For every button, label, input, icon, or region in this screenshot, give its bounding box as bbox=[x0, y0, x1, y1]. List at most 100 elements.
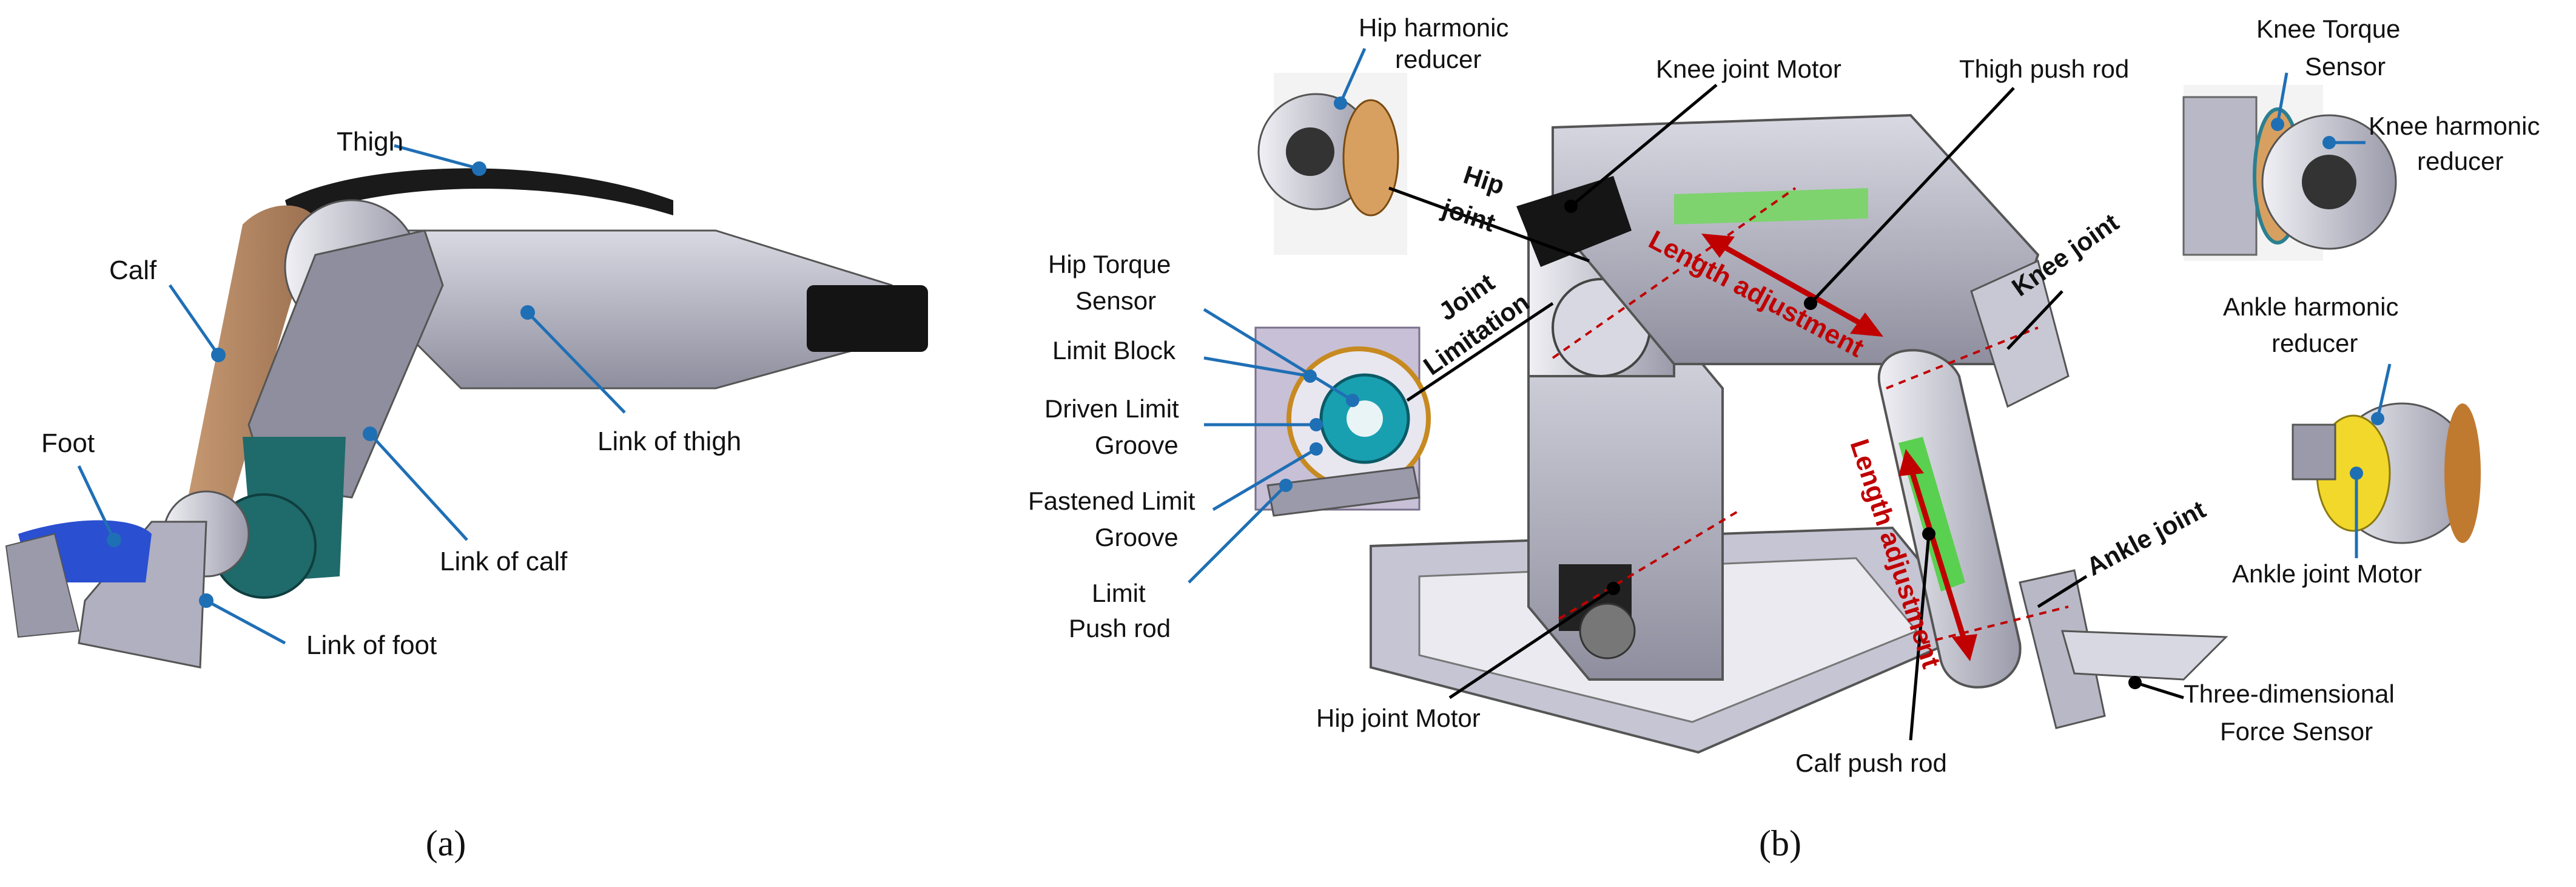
link-of-thigh-dot bbox=[520, 305, 535, 320]
link-of-foot-label: Link of foot bbox=[306, 630, 437, 660]
thigh-strap-shape bbox=[285, 168, 673, 221]
red-dotted-line-2 bbox=[1886, 326, 2039, 390]
thigh-push-rod-label: Thigh push rod bbox=[1959, 55, 2129, 83]
thigh-motor-shape bbox=[807, 285, 928, 352]
hip-harmonic-reducer-label-1: Hip harmonic bbox=[1359, 13, 1508, 42]
calf-push-rod-label: Calf push rod bbox=[1795, 749, 1947, 777]
knee-torque-dot bbox=[2271, 118, 2284, 131]
fastened-limit-groove-label-2: Groove bbox=[1095, 523, 1179, 551]
hip-joint-label-2: joint bbox=[1438, 194, 1499, 237]
calf-leader bbox=[168, 284, 220, 356]
limit-push-rod-label-1: Limit bbox=[1092, 579, 1146, 607]
knee-harmonic-reducer-label-1: Knee harmonic bbox=[2369, 112, 2540, 140]
hip-torque-sensor-label-2: Sensor bbox=[1075, 286, 1156, 315]
limit-block-label: Limit Block bbox=[1052, 336, 1176, 365]
knee-joint-leader bbox=[2006, 290, 2063, 350]
knee-motor-leader bbox=[1570, 84, 1718, 207]
panel-b: Hip harmonic reducer Knee Torque Sensor … bbox=[1028, 13, 2540, 863]
thigh-length-arrow bbox=[1715, 240, 1870, 330]
three-dim-force-sensor-label-2: Force Sensor bbox=[2220, 717, 2373, 746]
knee-torque-sensor-label-1: Knee Torque bbox=[2256, 15, 2400, 43]
ankle-joint-motor-label: Ankle joint Motor bbox=[2232, 559, 2422, 588]
thigh-length-arrow-head-a bbox=[1701, 234, 1735, 258]
driven-limit-groove-label-1: Driven Limit bbox=[1044, 394, 1179, 423]
hip-joint-label-1: Hip bbox=[1460, 160, 1508, 200]
hip-joint-motor-leader bbox=[1448, 587, 1615, 700]
hip-torque-hub-shape bbox=[1347, 400, 1383, 437]
knee-joint-motor-label: Knee joint Motor bbox=[1656, 55, 1841, 83]
hip-torque-leader bbox=[1203, 308, 1354, 402]
ankle-harmonic-reducer-label-2: reducer bbox=[2272, 329, 2358, 357]
red-dotted-line-1 bbox=[1552, 187, 1797, 359]
joint-limitation-leader bbox=[1406, 302, 1554, 402]
ankle-joint-leader bbox=[2037, 575, 2088, 609]
knee-torque-leader bbox=[2276, 72, 2288, 125]
knee-torque-sensor-label-2: Sensor bbox=[2305, 52, 2386, 81]
hip-reducer-ring-shape bbox=[1342, 99, 1399, 217]
knee-motor-dot bbox=[1564, 200, 1578, 213]
ankle-harmonic-dot bbox=[2371, 412, 2384, 425]
hip-joint-leader bbox=[1388, 186, 1590, 263]
link-of-foot-shape bbox=[78, 521, 207, 669]
knee-harmonic-dot bbox=[2322, 136, 2336, 149]
link-of-foot-leader bbox=[205, 599, 286, 645]
limit-push-rod-dot bbox=[1279, 479, 1293, 492]
panel-b-caption: (b) bbox=[1759, 823, 1801, 863]
knee-harmonic-reducer-label-2: reducer bbox=[2417, 147, 2503, 175]
calf-push-rod-dot bbox=[1922, 527, 1935, 541]
thigh-push-rod-dot bbox=[1804, 297, 1817, 310]
thigh-label: Thigh bbox=[337, 127, 403, 157]
calf-length-arrow-head-b bbox=[1952, 634, 1977, 661]
calf-push-rod-leader bbox=[1909, 533, 1931, 741]
calf-link-b-shape bbox=[1877, 349, 2022, 689]
calf-shape bbox=[182, 205, 315, 542]
ankle-motor-mount-shape bbox=[2292, 423, 2336, 481]
fastened-limit-leader bbox=[1212, 447, 1317, 511]
link-of-thigh-label: Link of thigh bbox=[597, 427, 741, 456]
driven-limit-dot bbox=[1310, 418, 1323, 431]
limit-push-rod-label-2: Push rod bbox=[1069, 614, 1171, 642]
red-dotted-line-3 bbox=[1922, 605, 2069, 644]
calf-label: Calf bbox=[109, 255, 157, 285]
thigh-push-rod-shape bbox=[1674, 188, 1868, 224]
ankle-joint-b-shape bbox=[2019, 569, 2106, 729]
knee-joint-b-shape bbox=[1970, 259, 2070, 408]
calf-length-arrow-head-a bbox=[1898, 449, 1924, 476]
hip-harmonic-leader bbox=[1339, 47, 1367, 104]
ankle-motor-dot bbox=[2350, 467, 2363, 480]
link-of-foot-dot bbox=[199, 593, 214, 608]
force-sensor-leader bbox=[2134, 681, 2184, 700]
link-of-thigh-leader bbox=[526, 311, 626, 414]
limit-block-leader bbox=[1203, 356, 1311, 378]
ankle-harmonic-leader bbox=[2376, 363, 2392, 419]
hip-torque-sensor-label-1: Hip Torque bbox=[1048, 250, 1171, 278]
hip-joint-motor-dot bbox=[1607, 582, 1620, 595]
hip-reducer-hub-shape bbox=[1286, 127, 1334, 176]
thigh-leader-dot bbox=[472, 161, 486, 176]
hip-joint-motor-label: Hip joint Motor bbox=[1316, 704, 1481, 732]
foot-leader bbox=[77, 465, 116, 541]
force-sensor-dot bbox=[2128, 676, 2142, 689]
thigh-length-arrow-head-b bbox=[1850, 312, 1883, 337]
thigh-leader bbox=[394, 144, 480, 170]
link-of-calf-shape bbox=[247, 229, 444, 499]
hip-harmonic-dot bbox=[1334, 96, 1347, 110]
ankle-joint-label: Ankle joint bbox=[2082, 495, 2210, 581]
fastened-limit-groove-label-1: Fastened Limit bbox=[1028, 487, 1196, 515]
thigh-push-rod-leader bbox=[1809, 87, 2015, 305]
knee-reducer-hub-shape bbox=[2302, 155, 2356, 209]
link-of-calf-dot bbox=[363, 427, 377, 441]
knee-reducer-bracket-shape bbox=[2182, 96, 2258, 256]
limit-block-dot bbox=[1303, 369, 1317, 383]
calf-leader-dot bbox=[211, 348, 226, 362]
ankle-harmonic-reducer-label-1: Ankle harmonic bbox=[2223, 292, 2398, 321]
hip-harmonic-reducer-label-2: reducer bbox=[1395, 45, 1481, 73]
limit-push-rod-leader bbox=[1188, 484, 1287, 584]
hip-torque-dot bbox=[1346, 394, 1359, 407]
panel-a: Thigh Calf Foot Link of thigh Link of ca… bbox=[5, 127, 928, 863]
foot-leader-dot bbox=[107, 533, 121, 547]
ankle-reducer-copper-shape bbox=[2444, 403, 2481, 543]
foot-label: Foot bbox=[41, 428, 95, 458]
